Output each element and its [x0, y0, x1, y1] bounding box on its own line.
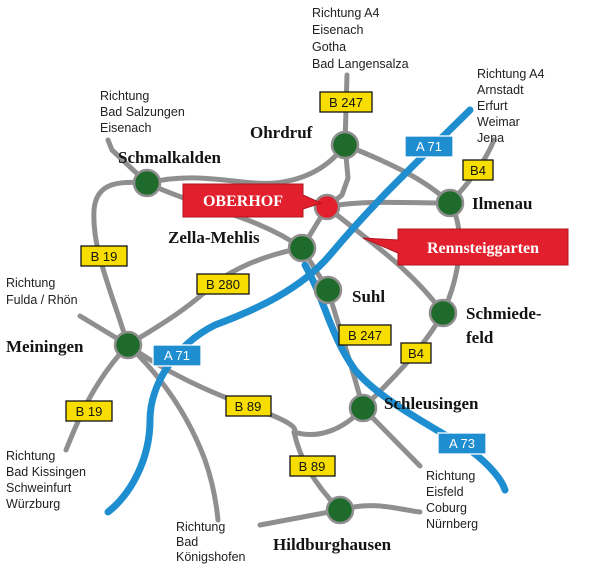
rennsteiggarten-callout: Rennsteiggarten: [362, 228, 569, 266]
road-meiningen-south: [125, 342, 221, 523]
suhl-label: Suhl: [352, 287, 385, 306]
schmiedefeld-marker: [428, 298, 458, 328]
shield-a73: A 73: [437, 432, 487, 455]
shield-b19-south: B 19: [65, 400, 113, 422]
autobahn-a73: [301, 261, 509, 494]
dest-west: Richtung Fulda / Rhön: [6, 276, 78, 307]
schmiedefeld-label-line2: feld: [466, 328, 494, 347]
meiningen-label: Meiningen: [6, 337, 84, 356]
rennsteiggarten-flag-shape: [362, 228, 569, 266]
road-meiningen-southwest: [63, 342, 131, 453]
dest-southeast: Richtung Eisfeld Coburg Nürnberg: [426, 469, 479, 531]
shield-b247-north-label: B 247: [329, 95, 363, 110]
road-schmalkalden-ohrdruf: [144, 142, 348, 186]
zella-mehlis-label: Zella-Mehlis: [168, 228, 260, 247]
dest-south: Richtung Bad Königshofen: [176, 520, 246, 564]
ilmenau-label: Ilmenau: [472, 194, 532, 213]
schmalkalden-label: Schmalkalden: [118, 148, 222, 167]
shield-b4-south: B4: [400, 342, 432, 364]
shield-b4-north: B4: [462, 159, 494, 181]
ilmenau-marker: [435, 188, 465, 218]
shield-b89-west-label: B 89: [235, 399, 262, 414]
road-oberhof-ilmenau: [324, 199, 453, 210]
schleusingen-label: Schleusingen: [384, 394, 479, 413]
shield-b19-north-label: B 19: [91, 249, 118, 264]
shield-b247-south-label: B 247: [348, 328, 382, 343]
shield-b89-west: B 89: [225, 395, 272, 417]
shield-b4-south-label: B4: [408, 346, 424, 361]
town-labels: Ohrdruf Schmalkalden Ilmenau Zella-Mehli…: [6, 123, 542, 554]
dest-northeast: Richtung A4 Arnstadt Erfurt Weimar Jena: [477, 67, 548, 145]
ohrdruf-marker: [330, 130, 360, 160]
shield-a73-label: A 73: [449, 436, 475, 451]
dest-northwest: Richtung Bad Salzungen Eisenach: [100, 89, 188, 135]
oberhof-flag-shape: [182, 183, 323, 218]
hildburghausen-label: Hildburghausen: [273, 535, 392, 554]
shield-b280-label: B 280: [206, 277, 240, 292]
shield-b247-south: B 247: [338, 324, 392, 346]
shield-b89-south-label: B 89: [299, 459, 326, 474]
destination-labels: Richtung A4 Eisenach Gotha Bad Langensal…: [6, 6, 548, 564]
schmalkalden-marker: [132, 168, 162, 198]
autobahn-network: [104, 106, 509, 516]
shield-a71-north-label: A 71: [416, 139, 442, 154]
oberhof-marker: [313, 193, 341, 221]
zella-mehlis-marker: [287, 233, 317, 263]
shield-b4-north-label: B4: [470, 163, 486, 178]
schleusingen-marker: [348, 393, 378, 423]
oberhof-callout: OBERHOF: [182, 183, 323, 218]
suhl-marker: [313, 275, 343, 305]
shield-b247-north: B 247: [319, 91, 373, 113]
oberhof-label: OBERHOF: [203, 193, 283, 210]
road-oberhof-schmiedefeld: [324, 204, 446, 316]
shield-b280: B 280: [196, 273, 250, 295]
ohrdruf-label: Ohrdruf: [250, 123, 313, 142]
rennsteiggarten-label: Rennsteiggarten: [427, 240, 539, 257]
shield-a71-north: A 71: [404, 135, 454, 158]
meiningen-marker: [113, 330, 143, 360]
shield-a71-south: A 71: [152, 344, 202, 367]
autobahn-a71: [104, 106, 474, 516]
shield-b19-north: B 19: [80, 245, 128, 267]
road-schmalkalden-meiningen: [91, 179, 150, 348]
hildburghausen-marker: [325, 495, 355, 525]
shield-a71-south-label: A 71: [164, 348, 190, 363]
road-schmalkalden-northwest: [105, 137, 150, 186]
dest-southwest: Richtung Bad Kissingen Schweinfurt Würzb…: [6, 449, 89, 511]
schmiedefeld-label-line1: Schmiede-: [466, 304, 542, 323]
dest-north: Richtung A4 Eisenach Gotha Bad Langensal…: [312, 6, 409, 71]
shield-b19-south-label: B 19: [76, 404, 103, 419]
town-markers: [113, 130, 465, 525]
shield-b89-south: B 89: [289, 455, 336, 477]
